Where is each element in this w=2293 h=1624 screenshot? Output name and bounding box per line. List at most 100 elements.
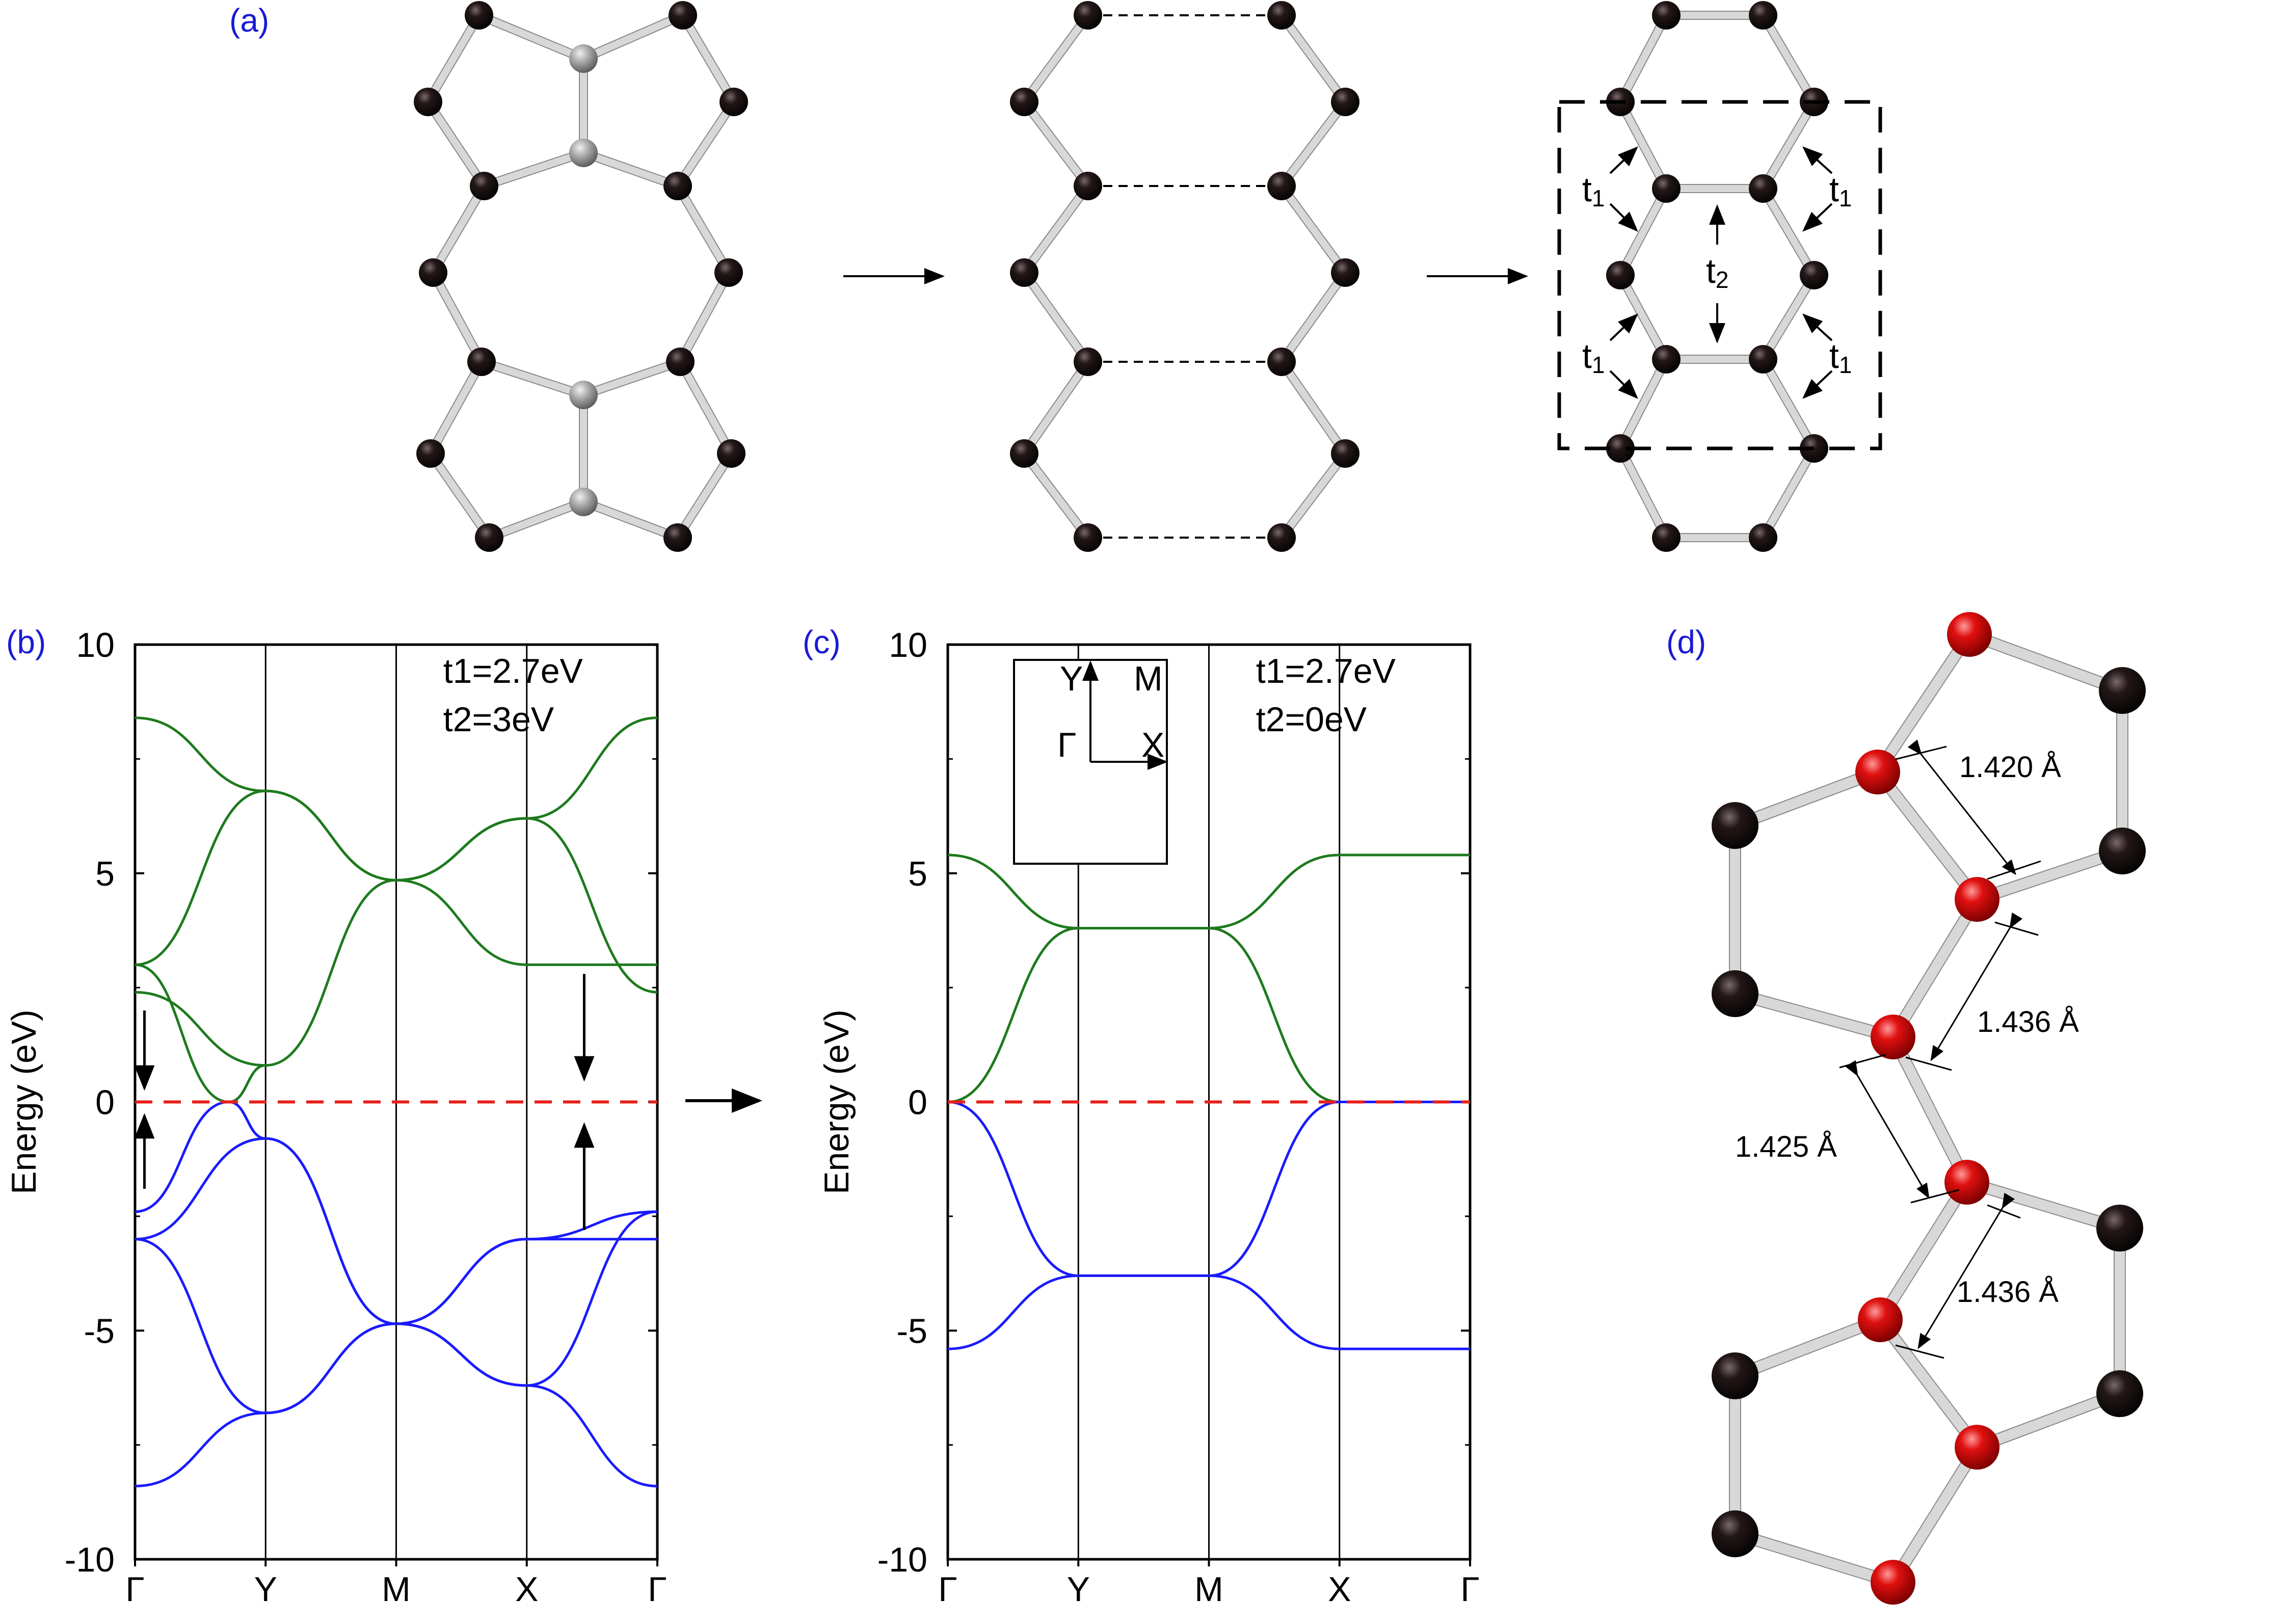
- bond: [674, 98, 737, 190]
- inset-label: M: [1134, 659, 1163, 698]
- panel-label-c: (c): [803, 624, 841, 660]
- y-tick-label: -10: [877, 1540, 927, 1579]
- bond: [1278, 182, 1349, 276]
- bond: [427, 358, 485, 457]
- hopping-arrow: [1609, 370, 1638, 399]
- bond-length-4: 1.436 Å: [1957, 1275, 2059, 1309]
- bond: [1278, 358, 1349, 457]
- bond: [478, 358, 587, 398]
- dimension-tick: [1905, 1056, 1952, 1071]
- bond: [1617, 98, 1670, 192]
- bond: [1278, 450, 1349, 541]
- upper-band-line: [135, 789, 657, 966]
- hopping-arrow: [1609, 203, 1638, 232]
- t1-label-bottom-right: t1: [1829, 337, 1852, 378]
- atom: [1010, 258, 1038, 287]
- atom: [1871, 1015, 1915, 1059]
- atom: [569, 488, 598, 516]
- atom: [1871, 1560, 1915, 1605]
- hopping-labels: t1 t1 t1 t1 t2: [1582, 170, 1852, 378]
- panel-d-geometry: 1.420 Å 1.436 Å 1.425 Å 1.436 Å: [1712, 612, 2146, 1605]
- atom: [569, 44, 598, 73]
- atom: [666, 348, 695, 376]
- atom: [1652, 1, 1681, 30]
- t1-label-top-left: t1: [1582, 170, 1605, 211]
- panel-label-b: (b): [6, 624, 46, 660]
- atom: [1800, 261, 1828, 289]
- atom: [2096, 1205, 2143, 1252]
- bond: [677, 358, 735, 457]
- lower-band-line: [135, 1322, 658, 1487]
- hopping-arrow: [1802, 313, 1833, 341]
- bond: [1021, 98, 1091, 190]
- bond: [1759, 12, 1818, 105]
- param-annotation: t2=0eV: [1256, 700, 1367, 739]
- atom: [1749, 174, 1777, 203]
- atom: [669, 1, 697, 30]
- atom: [1606, 434, 1635, 463]
- atom: [475, 523, 503, 552]
- atom: [1749, 1, 1777, 30]
- panel-a-schematic: t1 t1 t1 t1 t2: [414, 1, 1882, 552]
- x-tick-label: M: [382, 1570, 411, 1609]
- y-tick-label: 5: [908, 855, 927, 893]
- x-tick-label: Γ: [1460, 1570, 1479, 1609]
- bond: [1873, 629, 1975, 777]
- dimension-tick: [1987, 860, 2041, 880]
- y-axis-label: Energy (eV): [817, 1009, 856, 1194]
- bond: [677, 269, 732, 365]
- dimension-tick: [1994, 921, 2039, 936]
- atom: [1955, 877, 1999, 922]
- bond: [1972, 1389, 2125, 1452]
- atom: [465, 1, 493, 30]
- bond: [1021, 269, 1091, 365]
- atom: [416, 439, 445, 468]
- hopping-arrow: [1802, 370, 1833, 399]
- bond: [1875, 1315, 1982, 1452]
- bond: [1962, 1177, 2125, 1233]
- inset-label: Γ: [1057, 726, 1076, 764]
- dimension-tick: [1895, 1344, 1944, 1359]
- dimension-tick: [1839, 1054, 1886, 1069]
- atom: [1606, 261, 1635, 289]
- bond: [1759, 98, 1818, 192]
- hopping-arrow: [1802, 203, 1833, 232]
- bond: [1021, 450, 1091, 541]
- bond: [580, 358, 684, 398]
- bond: [486, 498, 587, 541]
- y-axis-label: Energy (eV): [5, 1009, 43, 1194]
- bond: [1278, 98, 1349, 190]
- t2-label: t2: [1706, 252, 1729, 293]
- hopping-arrow: [1609, 313, 1638, 341]
- bond-length-1: 1.420 Å: [1959, 751, 2061, 784]
- bond-length-dimension: [1917, 1192, 2015, 1349]
- param-annotation: t1=2.7eV: [1256, 652, 1396, 690]
- bond: [481, 149, 587, 190]
- hopping-arrow: [1609, 146, 1638, 174]
- atom: [569, 381, 598, 409]
- y-tick-label: 5: [95, 855, 115, 893]
- upper-band-line: [135, 963, 266, 1104]
- x-tick-label: M: [1194, 1570, 1223, 1609]
- atom: [1712, 1352, 1758, 1399]
- bond: [1617, 185, 1670, 279]
- x-tick-label: X: [515, 1570, 538, 1609]
- atom: [470, 172, 498, 200]
- bond: [475, 12, 587, 62]
- bond: [580, 498, 681, 541]
- atom: [1955, 1425, 1999, 1470]
- bond: [1873, 767, 1982, 904]
- atom: [1712, 970, 1758, 1017]
- bond-length-dimension: [1845, 1060, 1930, 1199]
- x-tick-label: Γ: [938, 1570, 957, 1609]
- upper-band-line: [135, 817, 658, 1067]
- atom: [1010, 88, 1038, 116]
- bond: [1617, 12, 1670, 105]
- bond: [1759, 272, 1818, 363]
- bond: [424, 98, 488, 190]
- atom: [1712, 802, 1758, 849]
- atom: [1947, 612, 1992, 657]
- atom: [1331, 439, 1359, 468]
